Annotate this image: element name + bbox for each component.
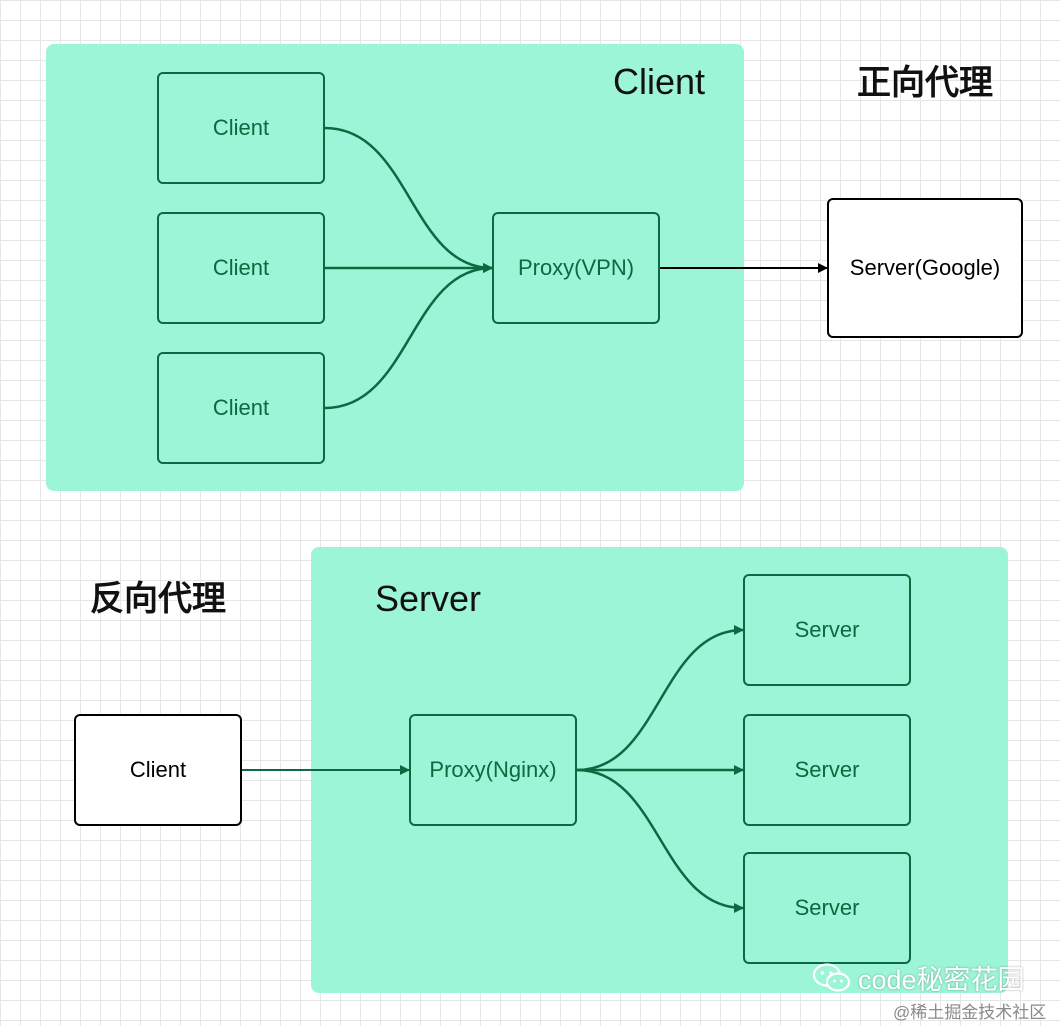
server-node-3[interactable]: Server	[743, 852, 911, 964]
external-client-node[interactable]: Client	[74, 714, 242, 826]
reverse-proxy-heading: 反向代理	[90, 579, 226, 619]
watermark-credit: @稀土掘金技术社区	[893, 1003, 1047, 1022]
watermark: code秘密花园	[812, 958, 1025, 997]
edge-client-1-to-vpn-proxy	[324, 126, 493, 273]
server-node-1[interactable]: Server	[743, 574, 911, 686]
watermark-text: code秘密花园	[858, 965, 1025, 995]
client-node-2[interactable]: Client	[157, 212, 325, 324]
edge-nginx-proxy-to-server-3	[576, 768, 744, 913]
client-region-label: Client	[613, 61, 706, 102]
client-node-1[interactable]: Client	[157, 72, 325, 184]
edge-client-3-to-vpn-proxy	[324, 263, 493, 410]
forward-proxy-heading: 正向代理	[857, 63, 993, 103]
client-node-3[interactable]: Client	[157, 352, 325, 464]
nginx-proxy-node[interactable]: Proxy(Nginx)	[409, 714, 577, 826]
edge-nginx-proxy-to-server-1	[576, 625, 744, 772]
server-node-2[interactable]: Server	[743, 714, 911, 826]
server-region-label: Server	[375, 578, 482, 619]
vpn-proxy-node[interactable]: Proxy(VPN)	[492, 212, 660, 324]
wechat-icon	[812, 962, 852, 994]
google-server-node[interactable]: Server(Google)	[827, 198, 1023, 338]
